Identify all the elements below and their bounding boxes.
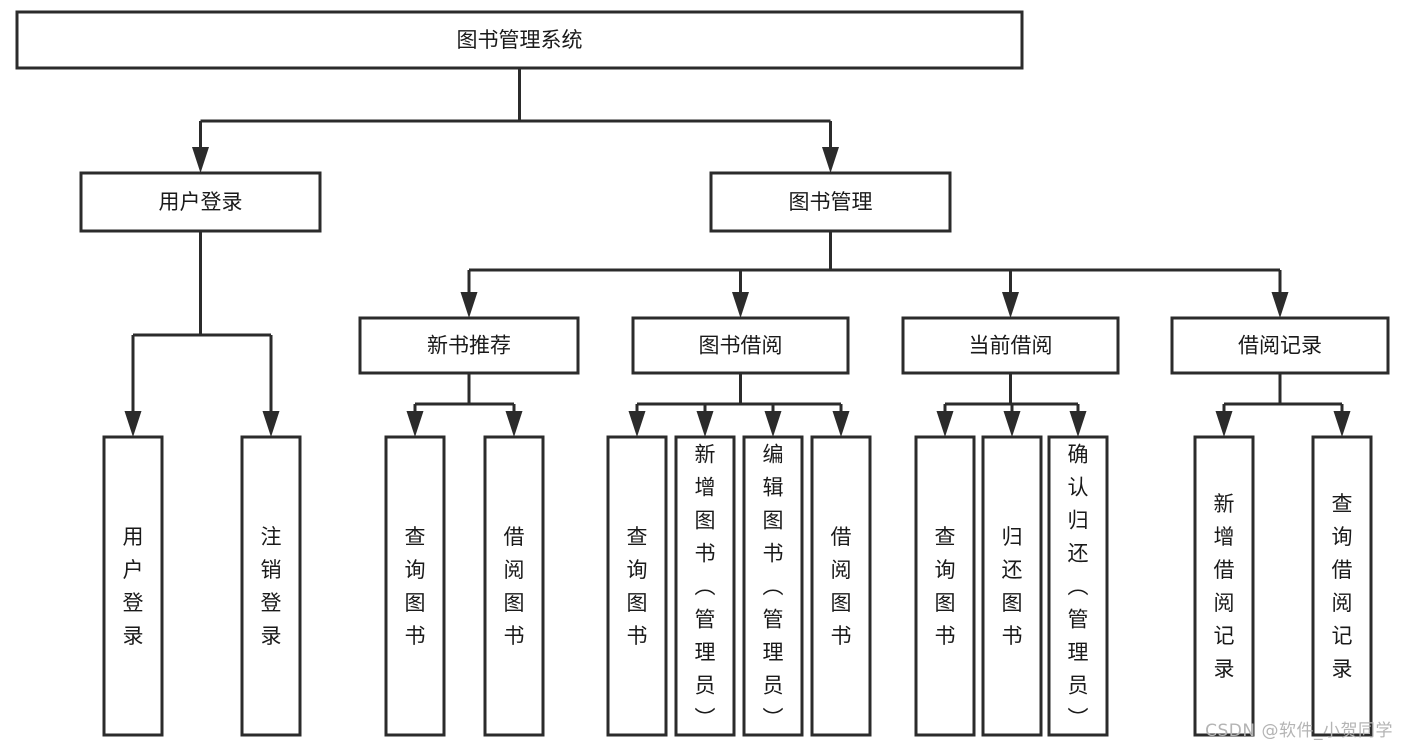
arrow-head <box>696 411 714 437</box>
arrow-head <box>406 411 424 437</box>
nodes-layer: 图书管理系统用户登录图书管理新书推荐图书借阅当前借阅借阅记录用户登录注销登录查询… <box>15 10 1390 737</box>
node-label-leaf-query-book-3: 查询图书 <box>935 525 956 648</box>
edge-group-current-borrow <box>936 373 1087 437</box>
node-root[interactable]: 图书管理系统 <box>15 10 1024 70</box>
node-label-root: 图书管理系统 <box>457 28 583 52</box>
arrow-head <box>1002 292 1019 318</box>
node-box-leaf-user-login[interactable] <box>102 435 164 737</box>
node-leaf-add-book[interactable]: 新增图书︵管理员︶ <box>674 435 736 737</box>
edge-group-book-manage <box>460 231 1289 318</box>
node-leaf-query-book-3[interactable]: 查询图书 <box>914 435 976 737</box>
edge-group-book-borrow <box>628 373 850 437</box>
arrow-head <box>832 411 850 437</box>
node-leaf-user-logout[interactable]: 注销登录 <box>240 435 302 737</box>
node-box-leaf-add-record[interactable] <box>1193 435 1255 737</box>
node-leaf-edit-book[interactable]: 编辑图书︵管理员︶ <box>742 435 804 737</box>
node-box-new-book-rec[interactable] <box>358 316 580 375</box>
node-leaf-add-record[interactable]: 新增借阅记录 <box>1193 435 1255 737</box>
arrow-head <box>192 147 209 173</box>
node-label-leaf-query-book-1: 查询图书 <box>405 525 426 648</box>
node-box-leaf-query-book-1[interactable] <box>384 435 446 737</box>
arrow-head <box>1003 411 1021 437</box>
node-box-user-login[interactable] <box>79 171 322 233</box>
node-label-leaf-borrow-book-2: 借阅图书 <box>831 525 852 648</box>
node-label-book-manage: 图书管理 <box>789 190 873 214</box>
node-leaf-user-login[interactable]: 用户登录 <box>102 435 164 737</box>
arrow-head <box>936 411 954 437</box>
watermark-label: CSDN @软件_小贺同学 <box>1205 721 1393 741</box>
node-borrow-record[interactable]: 借阅记录 <box>1170 316 1390 375</box>
node-new-book-rec[interactable]: 新书推荐 <box>358 316 580 375</box>
node-leaf-query-record[interactable]: 查询借阅记录 <box>1311 435 1373 737</box>
node-label-leaf-add-record: 新增借阅记录 <box>1214 492 1235 681</box>
node-box-leaf-query-book-2[interactable] <box>606 435 668 737</box>
node-book-manage[interactable]: 图书管理 <box>709 171 952 233</box>
node-label-leaf-add-book: 新增图书︵管理员︶ <box>695 442 716 730</box>
arrow-head <box>124 411 142 437</box>
arrow-head <box>822 147 839 173</box>
arrow-head <box>1215 411 1233 437</box>
arrow-head <box>732 292 749 318</box>
node-label-current-borrow: 当前借阅 <box>969 334 1053 358</box>
node-box-leaf-borrow-book-2[interactable] <box>810 435 872 737</box>
node-user-login[interactable]: 用户登录 <box>79 171 322 233</box>
node-box-root[interactable] <box>15 10 1024 70</box>
node-leaf-return-book[interactable]: 归还图书 <box>981 435 1043 737</box>
node-box-leaf-query-book-3[interactable] <box>914 435 976 737</box>
edge-group-root <box>192 68 839 173</box>
arrow-head <box>628 411 646 437</box>
node-box-borrow-record[interactable] <box>1170 316 1390 375</box>
node-label-book-borrow: 图书借阅 <box>699 334 783 358</box>
node-label-leaf-edit-book: 编辑图书︵管理员︶ <box>763 442 784 730</box>
node-box-leaf-return-book[interactable] <box>981 435 1043 737</box>
node-box-leaf-confirm-return[interactable] <box>1047 435 1109 737</box>
node-box-leaf-edit-book[interactable] <box>742 435 804 737</box>
node-label-leaf-user-logout: 注销登录 <box>261 525 282 648</box>
node-label-leaf-confirm-return: 确认归还︵管理员︶ <box>1068 442 1089 730</box>
node-label-leaf-query-record: 查询借阅记录 <box>1332 492 1353 681</box>
node-box-book-borrow[interactable] <box>631 316 850 375</box>
node-box-leaf-query-record[interactable] <box>1311 435 1373 737</box>
arrow-head <box>1069 411 1087 437</box>
node-leaf-confirm-return[interactable]: 确认归还︵管理员︶ <box>1047 435 1109 737</box>
arrow-head <box>1333 411 1351 437</box>
node-label-leaf-return-book: 归还图书 <box>1002 525 1023 648</box>
edges-layer <box>124 68 1351 437</box>
node-box-current-borrow[interactable] <box>901 316 1120 375</box>
node-leaf-query-book-1[interactable]: 查询图书 <box>384 435 446 737</box>
arrow-head <box>764 411 782 437</box>
node-label-user-login: 用户登录 <box>159 190 243 214</box>
node-box-leaf-add-book[interactable] <box>674 435 736 737</box>
node-label-leaf-user-login: 用户登录 <box>123 525 144 648</box>
arrow-head <box>505 411 523 437</box>
node-label-leaf-query-book-2: 查询图书 <box>627 525 648 648</box>
node-box-leaf-borrow-book-1[interactable] <box>483 435 545 737</box>
arrow-head <box>262 411 280 437</box>
node-leaf-borrow-book-1[interactable]: 借阅图书 <box>483 435 545 737</box>
arrow-head <box>1271 292 1289 318</box>
edge-group-borrow-record <box>1215 373 1351 437</box>
node-label-borrow-record: 借阅记录 <box>1238 334 1322 358</box>
edge-group-user-login <box>124 231 280 437</box>
node-label-leaf-borrow-book-1: 借阅图书 <box>504 525 525 648</box>
node-box-leaf-user-logout[interactable] <box>240 435 302 737</box>
edge-group-new-book-rec <box>406 373 523 437</box>
arrow-head <box>460 292 478 318</box>
node-current-borrow[interactable]: 当前借阅 <box>901 316 1120 375</box>
node-book-borrow[interactable]: 图书借阅 <box>631 316 850 375</box>
node-label-new-book-rec: 新书推荐 <box>427 334 511 358</box>
node-leaf-query-book-2[interactable]: 查询图书 <box>606 435 668 737</box>
node-box-book-manage[interactable] <box>709 171 952 233</box>
node-leaf-borrow-book-2[interactable]: 借阅图书 <box>810 435 872 737</box>
